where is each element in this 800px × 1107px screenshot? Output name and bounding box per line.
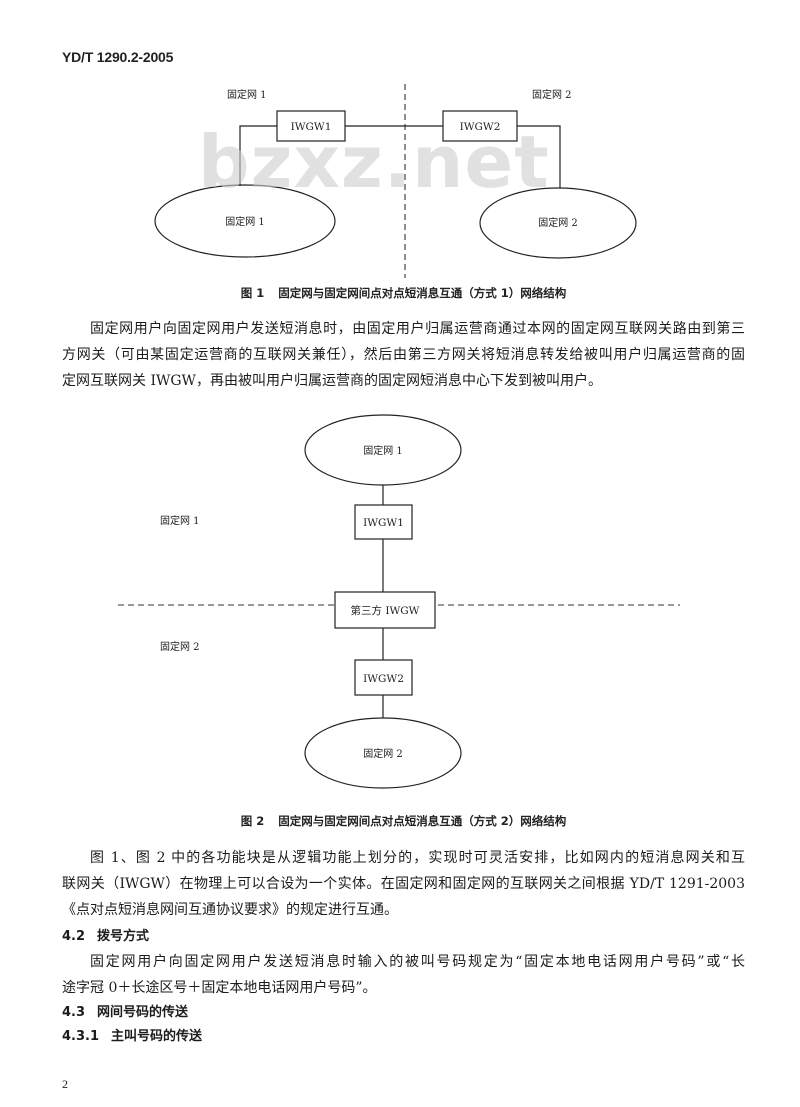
- paragraph-line: 定网互联网关 IWGW，再由被叫用户归属运营商的固定网短消息中心下发到被叫用户。: [62, 373, 602, 389]
- standard-code-header: YD/T 1290.2-2005: [62, 49, 174, 65]
- figure-1-title: 固定网与固定网间点对点短消息互通（方式 1）网络结构: [278, 286, 567, 300]
- section-number: 4.3.1: [62, 1029, 100, 1044]
- section-title: 主叫号码的传送: [111, 1029, 203, 1044]
- gateway-label-iwgw2: IWGW2: [363, 673, 404, 685]
- section-number: 4.3: [62, 1005, 86, 1020]
- network-ellipse-right: [479, 187, 637, 259]
- side-label-bottom: 固定网 2: [160, 640, 200, 653]
- third-party-gateway-box: [334, 591, 436, 629]
- region-label-left: 固定网 1: [227, 88, 267, 101]
- side-label-top: 固定网 1: [160, 514, 200, 527]
- gateway-label-iwgw2: IWGW2: [460, 121, 501, 133]
- figure-1-number: 图 1: [240, 286, 265, 300]
- network-label-bottom: 固定网 2: [363, 747, 403, 760]
- region-label-right: 固定网 2: [532, 88, 572, 101]
- gateway-box-iwgw1: [276, 110, 346, 142]
- page-number: 2: [62, 1077, 68, 1091]
- paragraph-line: 联网关（IWGW）在物理上可以合设为一个实体。在固定网和固定网的互联网关之间根据…: [62, 876, 745, 892]
- paragraph-line: 《点对点短消息网间互通协议要求》的规定进行互通。: [62, 902, 398, 918]
- section-number: 4.2: [62, 929, 86, 944]
- paragraph-line: 途字冠 0＋长途区号＋固定本地电话网用户号码”。: [62, 980, 377, 996]
- figure-1-caption: 图 1 固定网与固定网间点对点短消息互通（方式 1）网络结构: [62, 285, 745, 301]
- network-label-right: 固定网 2: [538, 216, 578, 229]
- network-label-top: 固定网 1: [363, 444, 403, 457]
- section-heading-4-3-1: 4.3.1 主叫号码的传送: [62, 1028, 202, 1046]
- figure-1-diagram: 固定网 1 固定网 2 IWGW1 IWGW2 固定网 1 固定网 2: [154, 84, 637, 278]
- section-heading-4-2: 4.2 拨号方式: [62, 928, 149, 946]
- watermark: bzxz.net: [198, 120, 550, 204]
- paragraph-line: 图 1、图 2 中的各功能块是从逻辑功能上划分的，实现时可灵活安排，比如网内的短…: [90, 850, 745, 866]
- section-title: 网间号码的传送: [97, 1005, 189, 1020]
- figure-2-caption: 图 2 固定网与固定网间点对点短消息互通（方式 2）网络结构: [62, 813, 745, 829]
- figure-2-title: 固定网与固定网间点对点短消息互通（方式 2）网络结构: [278, 814, 567, 828]
- connector-line-right: [517, 125, 561, 188]
- network-label-left: 固定网 1: [225, 215, 265, 228]
- paragraph-line: 固定网用户向固定网用户发送短消息时输入的被叫号码规定为“固定本地电话网用户号码”…: [90, 954, 745, 970]
- figure-2-diagram: 固定网 1 IWGW1 固定网 1 第三方 IWGW 固定网 2 IWGW2 固…: [118, 414, 680, 789]
- gateway-box-iwgw2: [354, 659, 413, 696]
- section-heading-4-3: 4.3 网间号码的传送: [62, 1004, 188, 1022]
- third-party-gateway-label: 第三方 IWGW: [351, 604, 420, 617]
- network-ellipse-left: [154, 184, 336, 258]
- gateway-label-iwgw1: IWGW1: [363, 517, 404, 529]
- network-ellipse-bottom: [304, 717, 462, 789]
- paragraph-line: 固定网用户向固定网用户发送短消息时，由固定用户归属运营商通过本网的固定网互联网关…: [90, 321, 745, 337]
- paragraph-line: 方网关（可由某固定运营商的互联网关兼任），然后由第三方网关将短消息转发给被叫用户…: [62, 347, 745, 363]
- gateway-label-iwgw1: IWGW1: [291, 121, 332, 133]
- section-title: 拨号方式: [97, 929, 150, 944]
- gateway-box-iwgw2: [442, 110, 518, 142]
- connector-line-left: [239, 125, 277, 186]
- figure-2-number: 图 2: [240, 814, 265, 828]
